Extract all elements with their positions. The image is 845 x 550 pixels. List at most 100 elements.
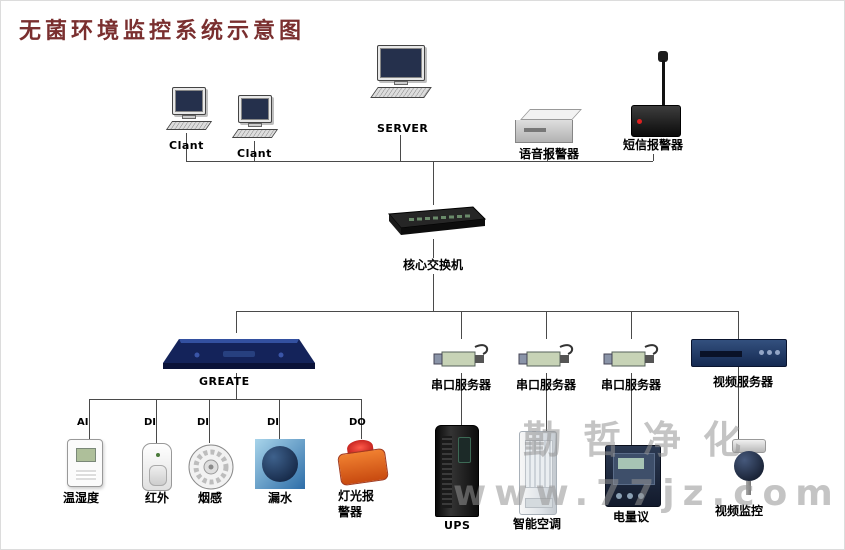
client2-label: Clant xyxy=(237,147,272,160)
greate-down-line xyxy=(236,373,237,399)
mid-bus-line xyxy=(236,311,738,312)
temp-humidity-label: 温湿度 xyxy=(63,491,100,505)
switch-to-midbus-line xyxy=(433,239,434,311)
video-camera-icon xyxy=(723,439,775,503)
voice-alarm-label: 语音报警器 xyxy=(519,147,580,161)
serial-server3-icon xyxy=(601,339,663,373)
screen xyxy=(175,90,203,112)
meter-drop-line xyxy=(631,373,632,445)
client2-drop-line xyxy=(254,141,255,161)
port-tag-do: DO xyxy=(349,417,366,428)
sensor2-drop-line xyxy=(156,399,157,443)
monitor xyxy=(238,95,272,123)
serial-server3-label: 串口服务器 xyxy=(601,378,662,392)
meter-display xyxy=(618,458,644,469)
keyboard xyxy=(165,121,213,130)
port-tag-di3: DI xyxy=(267,417,280,428)
infrared-label: 红外 xyxy=(145,491,170,505)
client2-computer-icon xyxy=(229,95,281,138)
water-leak-sensor-icon xyxy=(255,439,305,489)
port-tag-di2: DI xyxy=(197,417,210,428)
light-alarm-icon xyxy=(335,438,391,487)
voice-alarm-drop-line xyxy=(547,149,548,161)
screen xyxy=(241,98,269,120)
sensor-vent xyxy=(76,470,96,480)
sensor4-drop-line xyxy=(279,399,280,439)
camera-stem xyxy=(746,481,751,495)
port-tag-di1: DI xyxy=(144,417,157,428)
power-meter-icon xyxy=(605,445,661,507)
smoke-detector-icon xyxy=(187,443,235,495)
greate-controller-icon xyxy=(163,331,315,379)
voice-alarm-top-face xyxy=(520,109,582,120)
serial-server1-icon xyxy=(431,339,493,373)
light-alarm-label: 灯光报 警器 xyxy=(338,489,375,519)
serial3-drop-line xyxy=(631,311,632,339)
voice-alarm-body xyxy=(515,120,573,143)
serial-server2-icon xyxy=(516,339,578,373)
strobe-body xyxy=(337,447,389,487)
smoke-label: 烟感 xyxy=(198,491,223,505)
water-leak-label: 漏水 xyxy=(268,491,293,505)
power-meter-label: 电量议 xyxy=(613,510,650,524)
server-drop-line xyxy=(400,135,401,161)
camera-drop-line xyxy=(738,367,739,439)
port-tag-ai: AI xyxy=(77,417,89,428)
meter-buttons xyxy=(616,493,644,499)
server-computer-icon xyxy=(369,45,433,98)
temp-humidity-sensor-icon xyxy=(67,439,103,487)
serial1-drop-line xyxy=(461,311,462,339)
monitor-stand xyxy=(248,123,262,127)
top-bus-line xyxy=(186,161,653,162)
sensor3-drop-line xyxy=(209,399,210,443)
serial2-drop-line xyxy=(546,311,547,339)
sms-alarm-icon xyxy=(629,51,683,139)
sensor-bus-line xyxy=(89,399,362,400)
serial-server2-label: 串口服务器 xyxy=(516,378,577,392)
sms-alarm-body xyxy=(631,105,681,137)
server-label: SERVER xyxy=(377,122,429,135)
core-switch-icon xyxy=(379,201,487,243)
sensor1-drop-line xyxy=(89,399,90,439)
camera-lens xyxy=(734,451,764,481)
leak-probe xyxy=(262,446,298,482)
ups-label: UPS xyxy=(444,519,471,532)
client1-computer-icon xyxy=(163,87,215,130)
sms-alarm-drop-line xyxy=(653,147,654,161)
page-title: 无菌环境监控系统示意图 xyxy=(19,19,306,44)
video-monitor-label: 视频监控 xyxy=(715,504,764,518)
monitor xyxy=(172,87,206,115)
greate-drop-line xyxy=(236,311,237,333)
ac-base xyxy=(525,498,553,508)
keyboard xyxy=(231,129,279,138)
ac-drop-line xyxy=(546,373,547,431)
client1-label: Clant xyxy=(169,139,204,152)
sensor-lcd xyxy=(76,448,96,462)
bus-to-switch-line xyxy=(433,161,434,205)
greate-label: GREATE xyxy=(199,375,250,388)
sms-alarm-label: 短信报警器 xyxy=(623,138,684,154)
infrared-sensor-icon xyxy=(142,443,172,491)
sensor-lens xyxy=(149,465,167,486)
video-server-drop-line xyxy=(738,311,739,339)
antenna-tip xyxy=(658,51,668,62)
smart-ac-icon xyxy=(519,431,557,515)
client1-drop-line xyxy=(186,133,187,161)
keyboard xyxy=(370,87,432,98)
sensor5-drop-line xyxy=(361,399,362,439)
antenna xyxy=(662,60,665,106)
monitor-stand xyxy=(182,115,196,119)
video-server-buttons xyxy=(759,350,780,355)
ups-drop-line xyxy=(461,373,462,425)
screen xyxy=(380,48,422,78)
monitor-stand xyxy=(394,81,408,85)
video-server-display xyxy=(700,351,742,357)
core-switch-label: 核心交换机 xyxy=(403,258,464,274)
video-server-icon xyxy=(691,339,787,367)
voice-alarm-icon xyxy=(515,109,582,147)
video-server-label: 视频服务器 xyxy=(713,375,774,389)
ups-panel xyxy=(458,437,471,463)
monitor xyxy=(377,45,425,81)
ups-vent xyxy=(442,436,452,508)
